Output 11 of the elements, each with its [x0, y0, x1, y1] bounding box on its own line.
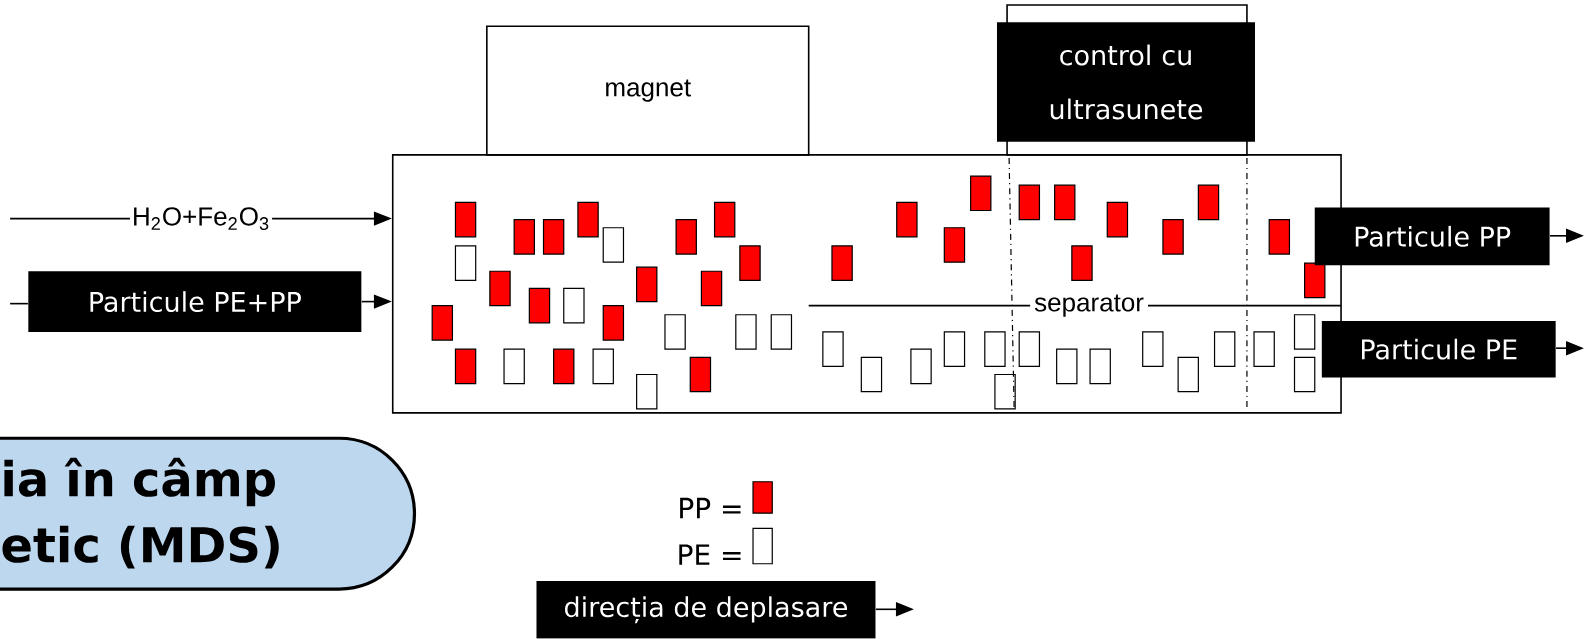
legend-label: PP = [680, 498, 741, 519]
input-label: Particule PE+PP [28, 271, 362, 333]
output-label: Particule PE [1321, 321, 1556, 378]
output-label: Particule PP [1314, 207, 1550, 266]
title-pill: ia în câmp etic (MDS) [0, 436, 417, 591]
separator-label: separator [1030, 290, 1148, 321]
legend-label: PE = [679, 544, 741, 565]
direction-label: direcția de deplasare [536, 581, 876, 639]
ultrasonic-unit: control cu ultrasunete [997, 4, 1255, 156]
magnet-box: magnet [486, 25, 810, 156]
edge-label: H$_{2}$O+Fe$_{2}$O$_{3}$ [129, 205, 273, 233]
